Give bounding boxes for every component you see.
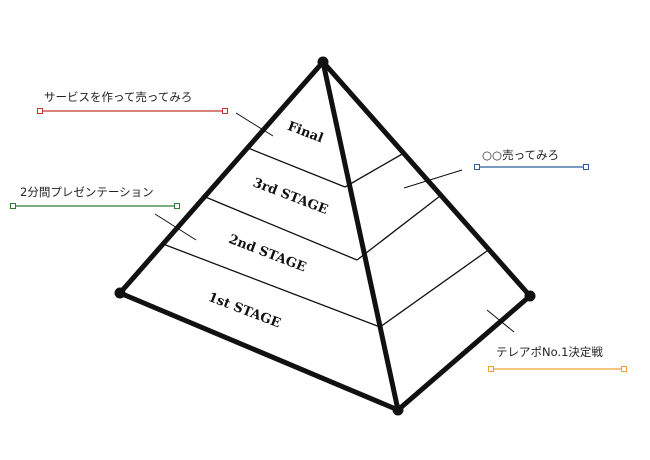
stage-label-final: Final (285, 119, 325, 146)
tier-line-right-3 (379, 250, 488, 328)
callout-handle-sell-right (583, 164, 589, 170)
vertex-dot-right (524, 290, 536, 302)
leader-line-teleapo (486, 309, 515, 333)
leader-line-service (235, 112, 274, 137)
tier-line-right-2 (356, 195, 441, 261)
tier-line-left-2 (202, 195, 358, 261)
callout-text-presentation: 2分間プレゼンテーション (20, 185, 154, 199)
vertex-dot-left (114, 287, 126, 299)
leader-line-sell (403, 169, 463, 189)
callout-handle-presentation-right (174, 203, 180, 209)
callout-handle-service-right (222, 108, 228, 114)
vertex-dot-bottom (392, 404, 404, 416)
vertex-dot-apex (317, 56, 329, 68)
tier-line-left-1 (247, 147, 346, 188)
tier-line-right-1 (344, 152, 405, 188)
tier-line-left-3 (162, 243, 381, 328)
callout-text-teleapo: テレアポNo.1決定戦 (496, 345, 603, 359)
callout-text-sell: ○○売ってみろ (482, 148, 559, 162)
callout-handle-service-left (37, 108, 43, 114)
stage-label-2nd: 2nd STAGE (226, 232, 308, 275)
stage-label-3rd: 3rd STAGE (251, 176, 330, 218)
pyramid-front-edge (320, 61, 401, 411)
leader-line-presentation (154, 213, 197, 241)
callout-handle-presentation-left (10, 203, 16, 209)
stage-label-1st: 1st STAGE (206, 290, 283, 331)
callout-text-service: サービスを作って売ってみろ (44, 90, 192, 104)
callout-handle-teleapo-right (621, 366, 627, 372)
callout-handle-teleapo-left (488, 366, 494, 372)
callout-handle-sell-left (474, 164, 480, 170)
pyramid-outline (117, 59, 533, 413)
